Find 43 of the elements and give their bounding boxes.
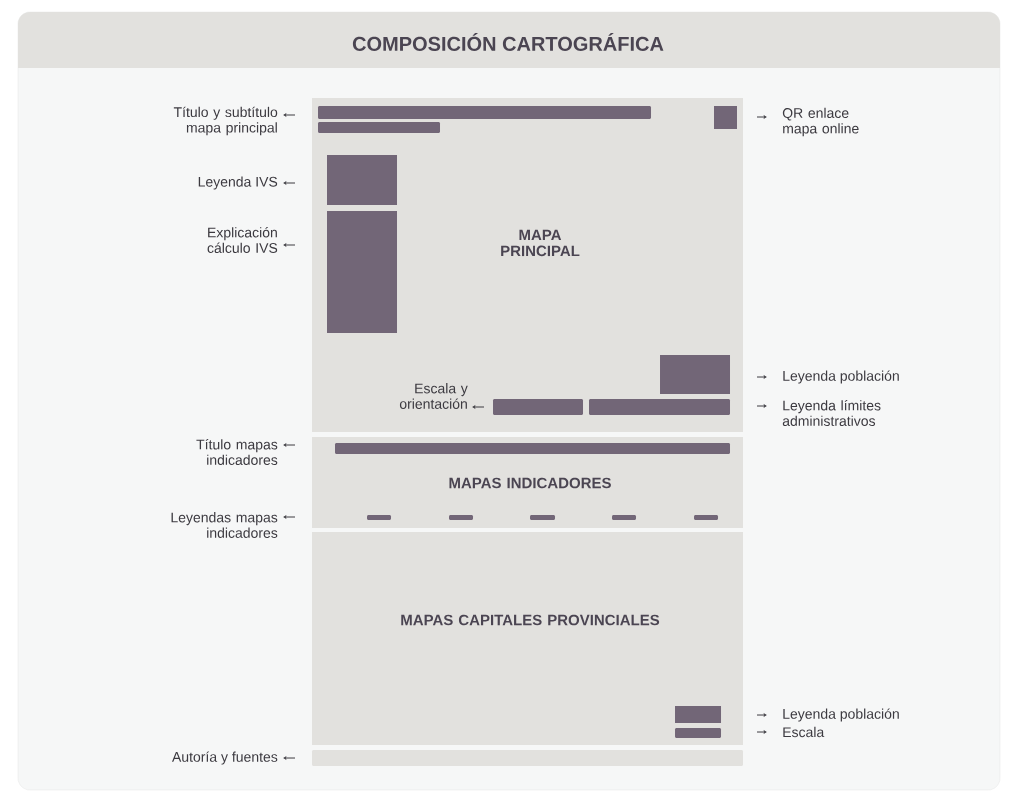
- layout-bar: [530, 515, 555, 520]
- arrow: [756, 115, 767, 119]
- layout-bar: [449, 515, 473, 520]
- layout-bar: [318, 122, 440, 133]
- callout-label: Autoría y fuentes: [172, 751, 278, 765]
- arrow: [283, 113, 296, 117]
- callout-label: Explicación cálculo IVS: [207, 227, 278, 253]
- footer-strip: [312, 750, 743, 766]
- layout-block: [327, 155, 397, 205]
- arrow: [756, 404, 767, 408]
- arrow: [283, 443, 296, 447]
- layout-bar: [612, 515, 636, 520]
- layout-bar: [589, 399, 730, 415]
- layout-block: [660, 355, 730, 394]
- layout-block: [327, 211, 397, 333]
- layout-bar: [335, 443, 730, 454]
- arrow: [756, 713, 767, 717]
- arrow: [283, 515, 296, 519]
- layout-bar: [318, 106, 651, 119]
- arrow: [283, 756, 296, 760]
- arrow: [756, 375, 767, 379]
- arrow: [283, 181, 296, 185]
- callout-label: QR enlace mapa online: [782, 107, 859, 137]
- layout-block: [714, 106, 737, 129]
- header-band: COMPOSICIÓN CARTOGRÁFICA: [18, 12, 1000, 68]
- layout-bar: [694, 515, 718, 520]
- arrow: [283, 243, 296, 247]
- arrow: [472, 405, 485, 409]
- callout-label: Leyenda población: [783, 370, 899, 384]
- callout-label: Título mapas indicadores: [196, 439, 278, 465]
- layout-bar: [367, 515, 391, 520]
- callout-label: Leyendas mapas indicadores: [171, 512, 278, 538]
- layout-block: [675, 706, 721, 723]
- callout-label: Título y subtítulo mapa principal: [173, 106, 278, 136]
- callout-label: Leyenda límites administrativos: [782, 400, 881, 426]
- layout-bar: [675, 728, 721, 738]
- callout-label: Escala y orientación: [399, 383, 468, 409]
- callout-label: Escala: [783, 726, 825, 738]
- map-panel: MAPAS CAPITALES PROVINCIALES: [312, 532, 743, 745]
- callout-label: Leyenda población: [783, 708, 899, 722]
- layout-bar: [493, 399, 583, 415]
- arrow: [756, 730, 767, 734]
- callout-label: Leyenda IVS: [198, 176, 278, 190]
